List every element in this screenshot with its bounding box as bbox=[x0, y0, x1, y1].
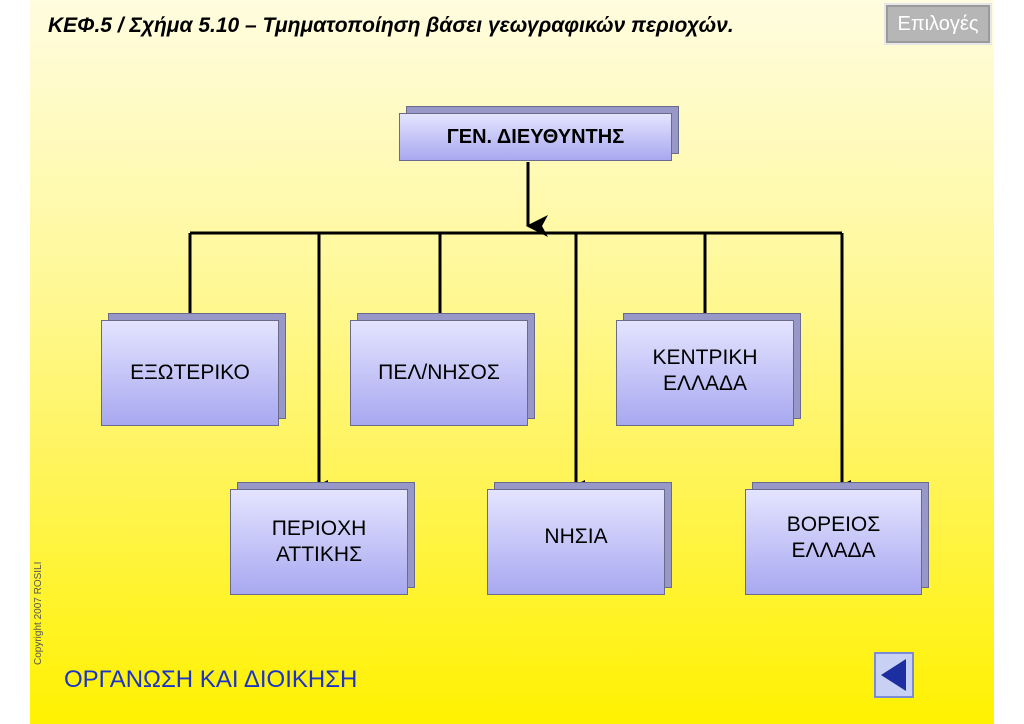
back-button[interactable] bbox=[874, 652, 914, 698]
node-exoteriko: ΕΞΩΤΕΡΙΚΟ bbox=[101, 320, 279, 426]
node-voreios: ΒΟΡΕΙΟΣ ΕΛΛΑΔΑ bbox=[745, 489, 922, 595]
node-attiki: ΠΕΡΙΟΧΗ ΑΤΤΙΚΗΣ bbox=[230, 489, 408, 595]
options-button[interactable]: Επιλογές bbox=[884, 3, 992, 45]
copyright-text: Copyright 2007 ROSILI bbox=[33, 561, 44, 665]
node-kentriki: ΚΕΝΤΡΙΚΗ ΕΛΛΑΔΑ bbox=[616, 320, 794, 426]
node-general-director: ΓΕΝ. ΔΙΕΥΘΥΝΤΗΣ bbox=[399, 113, 672, 161]
triangle-left-icon bbox=[881, 659, 906, 691]
footer-title: ΟΡΓΑΝΩΣΗ ΚΑΙ ΔΙΟΙΚΗΣΗ bbox=[64, 666, 358, 693]
node-nisia: ΝΗΣΙΑ bbox=[487, 489, 665, 595]
node-peloponnisos: ΠΕΛ/ΝΗΣΟΣ bbox=[350, 320, 528, 426]
page-title: ΚΕΦ.5 / Σχήμα 5.10 – Τμηματοποίηση βάσει… bbox=[48, 14, 734, 37]
